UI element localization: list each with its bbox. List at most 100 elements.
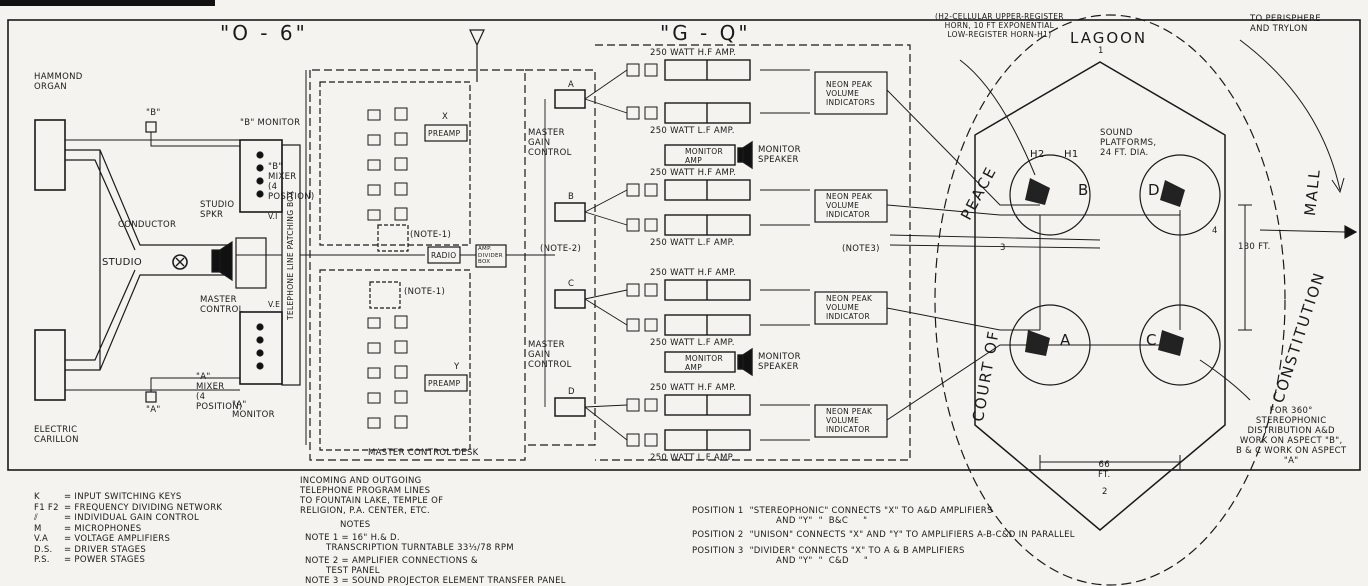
b-mixer-label: "B" MIXER (4 POSITION): [268, 162, 314, 202]
marker-2: 2: [1102, 487, 1108, 497]
legend-text: = FREQUENCY DIVIDING NETWORK: [64, 503, 222, 513]
position-3: POSITION 3 "DIVIDER" CONNECTS "X" TO A &…: [692, 546, 965, 566]
lf-amp-label-c: 250 WATT L.F AMP.: [650, 338, 735, 348]
master-gain-upper: MASTER GAIN CONTROL: [528, 128, 572, 158]
horn-icons: [1025, 178, 1185, 356]
legend: K= INPUT SWITCHING KEYS F1 F2= FREQUENCY…: [34, 492, 222, 566]
hf-amp-label-d: 250 WATT H.F AMP.: [650, 383, 736, 393]
legend-text: = VOLTAGE AMPLIFIERS: [64, 534, 170, 544]
notes-heading: NOTES: [340, 520, 371, 530]
input-keys-upper: [368, 108, 407, 220]
neon-peak-d: NEON PEAK VOLUME INDICATOR: [826, 407, 872, 434]
legend-row: P.S.= POWER STAGES: [34, 555, 222, 566]
y-label: Y: [454, 362, 460, 372]
marker-3: 3: [1000, 243, 1006, 253]
dim-66-label: 66 FT.: [1098, 460, 1111, 480]
patching-box-label: TELEPHONE LINE PATCHING BOX: [286, 191, 295, 320]
mall-arrow-icon: [1345, 226, 1356, 238]
platforms-label: SOUND PLATFORMS, 24 FT. DIA.: [1100, 128, 1156, 158]
a-mixer-box: [240, 312, 282, 384]
turntable-upper: [378, 225, 408, 251]
platform-b: B: [1078, 182, 1090, 199]
hf-amp-label-b: 250 WATT H.F AMP.: [650, 168, 736, 178]
h2-label: H2: [1030, 150, 1044, 160]
hammond-label: HAMMOND ORGAN: [34, 72, 83, 92]
h1-label: H1: [1064, 150, 1078, 160]
channel-b-label: B: [568, 192, 574, 202]
legend-row: M= MICROPHONES: [34, 524, 222, 535]
preamp-y-label: PREAMP: [428, 379, 460, 388]
neon-indicators: [815, 72, 887, 437]
monitor-amp-upper: MONITOR AMP: [685, 147, 723, 165]
carillon-label: ELECTRIC CARILLON: [34, 425, 79, 445]
lf-amp-label-a: 250 WATT L.F AMP.: [650, 126, 735, 136]
horn-note: (H2-CELLULAR UPPER-REGISTER HORN, 10 FT …: [935, 12, 1064, 39]
platform-d: D: [1148, 182, 1162, 199]
radio-label: RADIO: [431, 251, 456, 260]
legend-symbol: M: [34, 524, 64, 535]
conductor-label: CONDUCTOR: [118, 220, 176, 230]
legend-row: F1 F2= FREQUENCY DIVIDING NETWORK: [34, 503, 222, 514]
studio-outline: [65, 150, 230, 370]
legend-text: = INDIVIDUAL GAIN CONTROL: [64, 513, 199, 523]
legend-text: = POWER STAGES: [64, 555, 145, 565]
lagoon-label: LAGOON: [1070, 30, 1147, 47]
legend-symbol: K: [34, 492, 64, 503]
legend-row: V.A= VOLTAGE AMPLIFIERS: [34, 534, 222, 545]
legend-row: K= INPUT SWITCHING KEYS: [34, 492, 222, 503]
carillon-box: [35, 330, 65, 400]
vi-label: V.I: [268, 212, 278, 221]
hammond-organ-box: [35, 120, 65, 190]
note1-top-label: (NOTE-1): [410, 230, 451, 240]
neon-peak-c: NEON PEAK VOLUME INDICATOR: [826, 294, 872, 321]
a-mixer-label: "A" MIXER (4 POSITION): [196, 372, 242, 412]
b-monitor-label: "B" MONITOR: [240, 118, 300, 128]
legend-text: = DRIVER STAGES: [64, 545, 146, 555]
b-mic-label: "B": [146, 108, 161, 118]
legend-row: D.S.= DRIVER STAGES: [34, 545, 222, 556]
amp-divider-label: AMP. DIVIDER BOX: [478, 246, 503, 266]
ve-label: V.E: [268, 300, 280, 309]
hf-amp-label-c: 250 WATT H.F AMP.: [650, 268, 736, 278]
a-mic-label: "A": [146, 405, 161, 415]
legend-text: = MICROPHONES: [64, 524, 141, 534]
legend-symbol: V.A: [34, 534, 64, 545]
stereo-note: FOR 360° STEREOPHONIC DISTRIBUTION A&D W…: [1236, 406, 1346, 466]
channel-a-label: A: [568, 80, 574, 90]
neon-peak-a: NEON PEAK VOLUME INDICATORS: [826, 80, 875, 107]
studio-spkr-label: STUDIO SPKR: [200, 200, 234, 220]
marker-1: 1: [1098, 46, 1104, 56]
input-keys-lower: [368, 316, 407, 428]
position-2: POSITION 2 "UNISON" CONNECTS "X" AND "Y"…: [692, 530, 1075, 540]
note3-text: NOTE 3 = SOUND PROJECTOR ELEMENT TRANSFE…: [305, 576, 566, 586]
monitor-speaker-upper: MONITOR SPEAKER: [758, 145, 801, 165]
a-mic-box: [146, 392, 156, 402]
perisphere-label: TO PERISPHERE AND TRYLON: [1250, 14, 1321, 34]
turntable-lower: [370, 282, 400, 308]
legend-symbol: F1 F2: [34, 503, 64, 514]
incoming-lines: INCOMING AND OUTGOING TELEPHONE PROGRAM …: [300, 476, 443, 516]
legend-symbol: P.S.: [34, 555, 64, 566]
master-control-box: [236, 238, 266, 288]
title-gq: "G - Q": [660, 22, 751, 44]
legend-symbol: ⫽: [34, 513, 64, 524]
channel-d-label: D: [568, 387, 575, 397]
speaker-cables: [760, 70, 1180, 440]
dim-130-label: 130 FT.: [1238, 242, 1271, 252]
hf-amp-label-a: 250 WATT H.F AMP.: [650, 48, 736, 58]
studio-speaker: [212, 250, 220, 272]
master-desk-title: MASTER CONTROL DESK: [368, 448, 479, 458]
amp-rack-outline: [525, 70, 595, 445]
antenna-icon: [470, 30, 484, 82]
marker-4: 4: [1212, 226, 1218, 236]
monitor-amp-lower: MONITOR AMP: [685, 354, 723, 372]
monitor-speaker-lower: MONITOR SPEAKER: [758, 352, 801, 372]
master-control-label: MASTER CONTROL: [200, 295, 244, 315]
lagoon-ellipse: [935, 15, 1285, 585]
note3-label: (NOTE3): [842, 244, 880, 254]
legend-row: ⫽= INDIVIDUAL GAIN CONTROL: [34, 513, 222, 524]
platform-a: A: [1060, 332, 1072, 349]
lf-amp-label-b: 250 WATT L.F AMP.: [650, 238, 735, 248]
header-bar: [0, 0, 215, 6]
position-1: POSITION 1 "STEREOPHONIC" CONNECTS "X" T…: [692, 506, 993, 526]
